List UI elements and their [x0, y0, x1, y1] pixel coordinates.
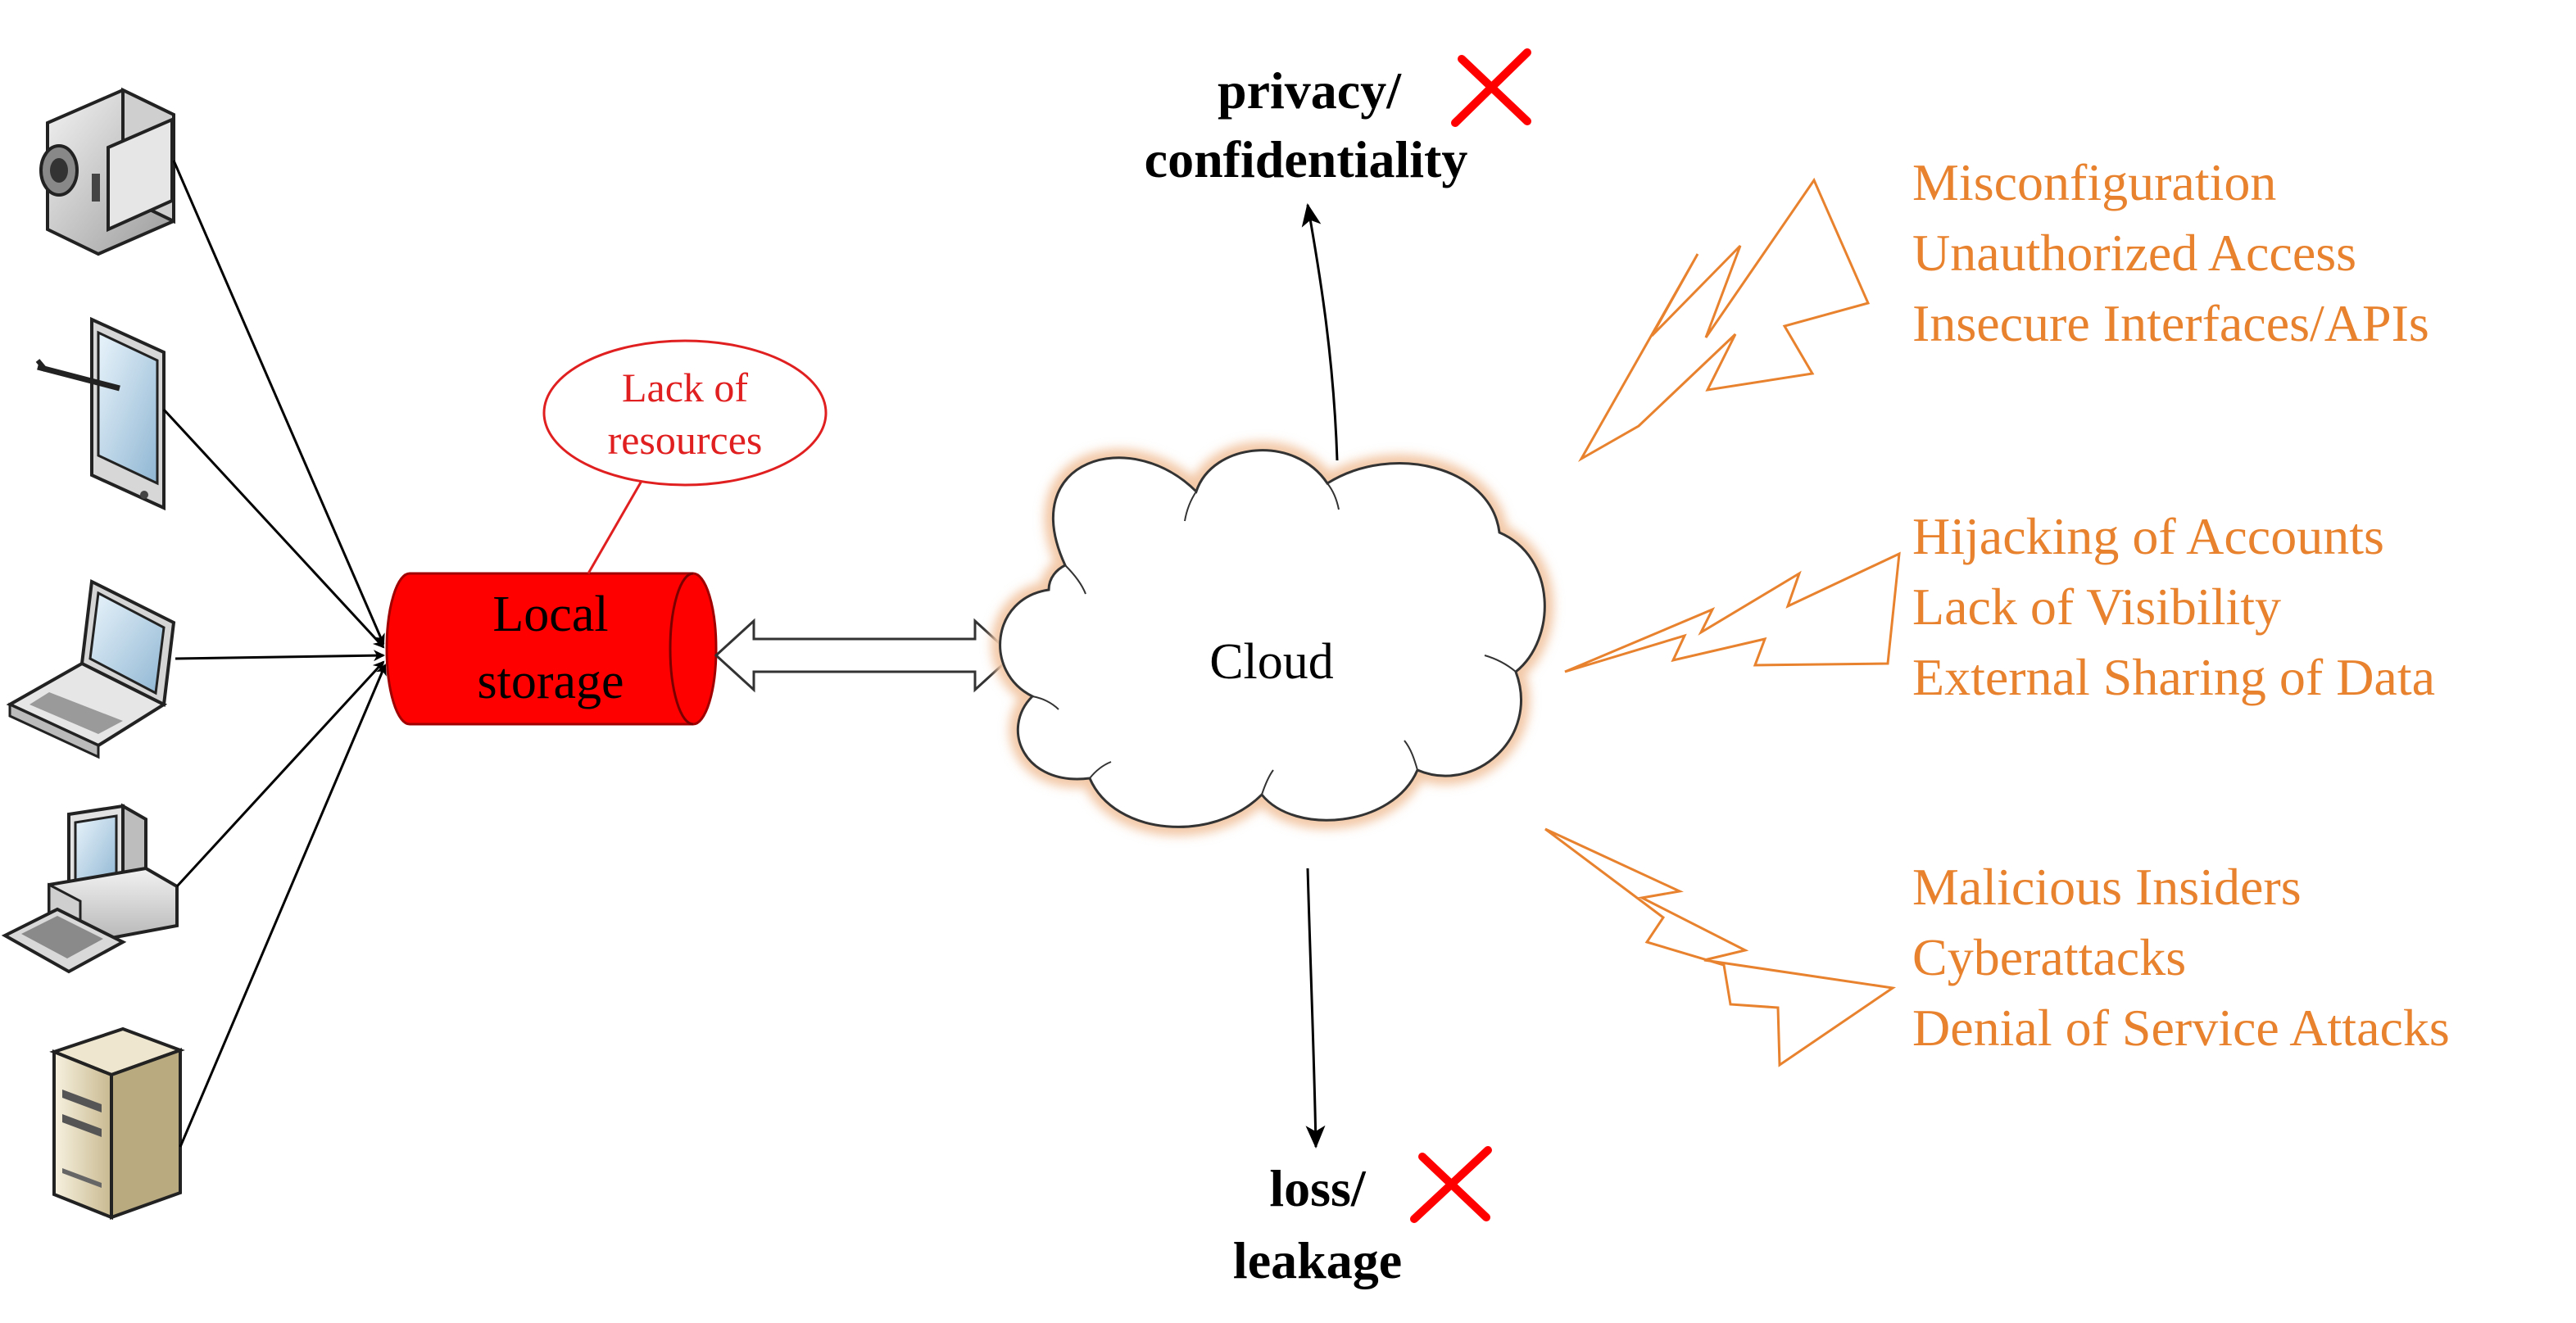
cloud-label: Cloud — [1209, 634, 1334, 690]
privacy-label-group: privacy/ confidentiality — [1145, 48, 1531, 188]
callout-line1: Lack of — [622, 365, 748, 410]
arrow-camera-to-storage — [172, 160, 385, 646]
lack-of-resources-callout: Lack of resources — [542, 339, 828, 574]
threat-item: External Sharing of Data — [1912, 648, 2435, 706]
threat-item: Cyberattacks — [1912, 928, 2186, 986]
storage-label-line1: Local — [492, 587, 608, 642]
storage-cloud-link-arrow — [714, 618, 1015, 693]
loss-label-group: loss/ leakage — [1233, 1146, 1492, 1289]
privacy-label-line2: confidentiality — [1145, 130, 1468, 188]
loss-label-line1: loss/ — [1269, 1159, 1367, 1217]
threat-item: Hijacking of Accounts — [1912, 507, 2384, 565]
threat-item: Misconfiguration — [1912, 153, 2276, 211]
laptop-icon — [6, 578, 176, 759]
local-storage-cylinder: Local storage — [385, 572, 718, 726]
privacy-arrow — [1301, 203, 1339, 461]
arrow-server-to-storage — [179, 664, 387, 1148]
arrow-laptop-to-storage — [175, 650, 385, 662]
threat-item: Unauthorized Access — [1912, 224, 2356, 282]
threat-item: Lack of Visibility — [1912, 578, 2281, 636]
video-camera-icon — [39, 87, 175, 256]
loss-arrow — [1305, 868, 1326, 1149]
arrow-tablet-to-storage — [162, 408, 385, 649]
callout-line2: resources — [608, 417, 763, 463]
device-arrows — [162, 160, 387, 1148]
threat-item: Malicious Insiders — [1912, 858, 2302, 916]
threat-item: Insecure Interfaces/APIs — [1912, 294, 2429, 352]
threat-group-2: Hijacking of Accounts Lack of Visibility… — [1912, 507, 2435, 706]
storage-label-line2: storage — [477, 654, 624, 709]
cloud-shape: Cloud — [991, 441, 1554, 836]
desktop-computer-icon — [1, 803, 179, 974]
cross-icon — [1410, 1146, 1492, 1223]
lightning-bolt-icon — [1544, 827, 1897, 1067]
cross-icon — [1451, 48, 1531, 127]
threat-group-1: Misconfiguration Unauthorized Access Ins… — [1912, 153, 2429, 352]
privacy-label-line1: privacy/ — [1218, 61, 1402, 120]
loss-label-line2: leakage — [1233, 1231, 1402, 1289]
arrow-desktop-to-storage — [175, 660, 385, 888]
tablet-icon — [35, 316, 166, 511]
threat-group-3: Malicious Insiders Cyberattacks Denial o… — [1912, 858, 2450, 1057]
lightning-bolt-icon — [1564, 551, 1901, 673]
server-tower-icon — [49, 1026, 185, 1220]
lightning-bolt-icon — [1577, 177, 1871, 463]
threat-item: Denial of Service Attacks — [1912, 999, 2450, 1057]
